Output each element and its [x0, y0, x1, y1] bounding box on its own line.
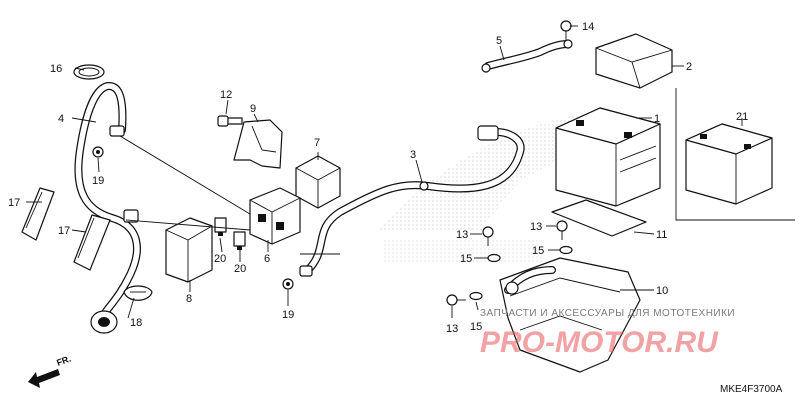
callout-14: 14	[582, 21, 594, 33]
callout-17-b: 17	[58, 225, 70, 237]
callout-6: 6	[264, 253, 270, 265]
callout-2: 2	[686, 61, 692, 73]
callout-4: 4	[58, 113, 64, 125]
part-6-relay	[249, 187, 301, 245]
part-10-battery-case	[499, 257, 641, 373]
divider-line	[675, 88, 795, 221]
part-13-bolt-c	[446, 294, 466, 306]
part-3-battery-cable	[299, 125, 525, 277]
callout-12: 12	[220, 89, 232, 101]
callout-16: 16	[50, 63, 62, 75]
callout-19-a: 19	[92, 175, 104, 187]
callout-8: 8	[186, 293, 192, 305]
callout-7: 7	[314, 137, 320, 149]
part-13-bolt-b	[556, 220, 568, 240]
callout-15-a: 15	[460, 253, 472, 265]
callout-13-a: 13	[456, 229, 468, 241]
callout-9: 9	[250, 103, 256, 115]
callout-21: 21	[736, 111, 748, 123]
callout-5: 5	[496, 35, 502, 47]
part-8-fuse-box	[165, 217, 213, 283]
part-16-clamp	[73, 64, 105, 80]
watermark-bottom-text: PRO-MOTOR.RU	[480, 326, 719, 359]
part-17-cover-right	[73, 214, 111, 271]
callout-13-c: 13	[446, 323, 458, 335]
part-19-bolt-upper	[92, 146, 104, 158]
front-arrow: FR.	[28, 354, 72, 388]
callout-19-b: 19	[282, 309, 294, 321]
part-19-bolt-lower	[282, 278, 294, 290]
callout-labels: 1 2 3 4 5 6 7 8 9 10 11 12 13 13 13 14 1…	[8, 21, 748, 335]
callout-10: 10	[656, 285, 668, 297]
part-20-fuse-b	[233, 231, 246, 250]
part-17-cover-left	[21, 187, 55, 241]
part-12-screw	[217, 115, 243, 127]
callout-15-c: 15	[470, 321, 482, 333]
callout-20-a: 20	[214, 253, 226, 265]
part-5-ground-cable	[481, 39, 573, 73]
part-14-bolt	[560, 20, 572, 40]
callout-17-a: 17	[8, 197, 20, 209]
part-20-fuse-a	[214, 217, 227, 236]
diagram-code: MKE4F3700A	[720, 384, 783, 395]
part-15-washer-b	[559, 245, 573, 255]
callout-1: 1	[654, 113, 660, 125]
part-9-bracket	[233, 119, 283, 169]
part-4-sub-harness	[74, 82, 141, 334]
callout-15-b: 15	[532, 245, 544, 257]
part-21-battery	[685, 123, 773, 205]
front-label: FR.	[55, 354, 72, 368]
part-1-battery	[555, 107, 661, 207]
callout-18: 18	[130, 317, 142, 329]
part-18-clip	[123, 285, 153, 301]
part-15-washer-a	[487, 253, 501, 263]
part-7-rubber-mount	[295, 155, 341, 209]
callout-13-b: 13	[530, 221, 542, 233]
watermark-top-text: ЗАПЧАСТИ И АКСЕССУАРЫ ДЛЯ МОТОТЕХНИКИ	[480, 308, 735, 319]
part-15-washer-c	[469, 291, 483, 301]
callout-20-b: 20	[234, 263, 246, 275]
leader-lines	[26, 25, 743, 319]
callout-11: 11	[656, 229, 667, 241]
part-11-pad	[551, 199, 647, 237]
part-2-terminal-cover	[595, 33, 673, 89]
part-13-bolt-a	[482, 226, 494, 246]
callout-3: 3	[410, 149, 416, 161]
